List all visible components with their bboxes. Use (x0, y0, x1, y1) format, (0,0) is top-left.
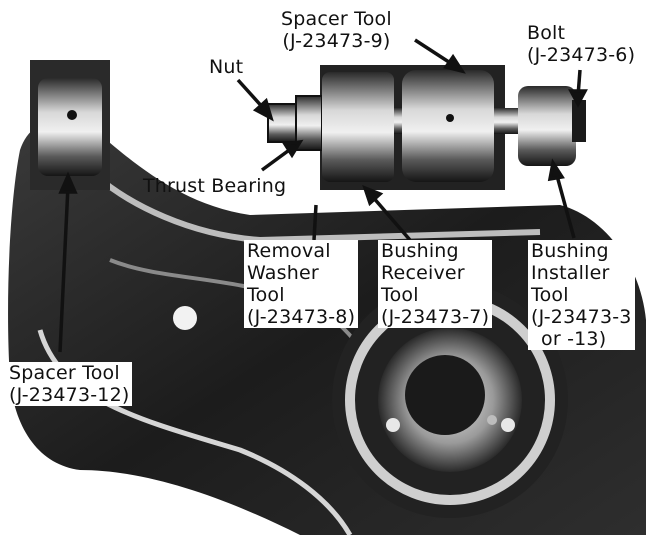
label-bushing-installer-line3: Tool (531, 284, 569, 306)
leader-bushing-installer (554, 171, 576, 239)
leader-spacer-left (58, 185, 70, 353)
label-removal-washer-tool: Removal Washer Tool (J-23473-8) (244, 240, 359, 328)
rivet-right (501, 418, 515, 432)
label-bushing-receiver-part: (J-23473-7) (381, 306, 490, 328)
label-thrust-bearing: Thrust Bearing (143, 175, 286, 197)
nut-shape (267, 103, 297, 143)
leader-removal-washer (312, 204, 318, 241)
label-removal-washer-line2: Washer (247, 262, 319, 284)
arrowhead-bolt (568, 89, 588, 108)
label-bolt: Bolt (J-23473-6) (524, 22, 639, 66)
bolt-head-shape (572, 100, 586, 142)
arrowhead-bushing-installer (547, 158, 565, 182)
arm-highlight-upper (93, 172, 541, 244)
label-bushing-installer-part: (J-23473-3 (531, 306, 632, 328)
label-spacer-tool-top-part: (J-23473-9) (282, 30, 391, 52)
label-removal-washer-line3: Tool (247, 284, 285, 306)
label-thrust-bearing-name: Thrust Bearing (143, 175, 287, 197)
label-spacer-tool-left-name: Spacer Tool (9, 362, 120, 384)
label-removal-washer-part: (J-23473-8) (247, 306, 356, 328)
mounting-hole (173, 306, 197, 330)
bushing-installer-shape (518, 86, 576, 166)
label-nut: Nut (206, 56, 247, 78)
arrowhead-nut (252, 97, 274, 122)
rivet-right-2 (487, 415, 497, 425)
label-bushing-installer-part2: or -13) (541, 328, 607, 350)
left-spacer-hole (67, 110, 77, 120)
label-removal-washer-line1: Removal (247, 240, 331, 262)
ball-joint-core (405, 355, 485, 435)
label-nut-name: Nut (209, 56, 244, 78)
label-bolt-name: Bolt (527, 22, 566, 44)
label-spacer-tool-left-part: (J-23473-12) (9, 384, 130, 406)
leader-thrust (260, 146, 294, 172)
arrowhead-bushing-receiver (362, 184, 384, 207)
label-bushing-receiver-line3: Tool (381, 284, 419, 306)
label-bushing-receiver-line2: Receiver (381, 262, 465, 284)
leader-lines (58, 38, 588, 353)
label-bushing-installer-tool: Bushing Installer Tool (J-23473-3 or -13… (528, 240, 635, 350)
label-bushing-receiver-line1: Bushing (381, 240, 459, 262)
label-bolt-part: (J-23473-6) (527, 44, 636, 66)
label-spacer-tool-top-name: Spacer Tool (281, 8, 392, 30)
label-bushing-installer-line1: Bushing (531, 240, 609, 262)
bushing-receiver-shape (402, 70, 494, 182)
label-bushing-installer-line2: Installer (531, 262, 610, 284)
arrowhead-thrust (282, 139, 304, 159)
arrowhead-spacer-left (58, 171, 78, 194)
left-spacer-tool (38, 78, 102, 176)
receiver-hole (446, 114, 454, 122)
arrowhead-spacer-top (443, 53, 466, 74)
removal-washer-shape (322, 72, 394, 182)
rivet-left (386, 418, 400, 432)
label-bushing-receiver-tool: Bushing Receiver Tool (J-23473-7) (378, 240, 493, 328)
label-spacer-tool-left: Spacer Tool (J-23473-12) (6, 362, 133, 406)
leader-bushing-receiver (370, 194, 412, 242)
label-spacer-tool-top: Spacer Tool (J-23473-9) (278, 8, 395, 52)
